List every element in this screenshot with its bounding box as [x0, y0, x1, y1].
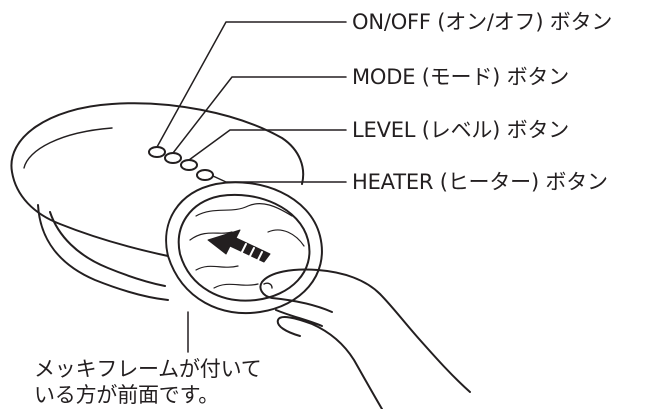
mode-button-shape [164, 152, 182, 164]
device-shell-highlight [23, 127, 113, 169]
fabric-fold [189, 203, 305, 289]
level-leader-line [188, 129, 347, 161]
insert-arrow-stripes [241, 243, 263, 261]
onoff-button-label: ON/OFF (オン/オフ) ボタン [352, 10, 613, 34]
heater-leader-line [212, 175, 347, 183]
front-note-line-2: いる方が前面です。 [34, 383, 220, 407]
level-button-label: LEVEL (レベル) ボタン [352, 118, 570, 142]
onoff-button-shape [148, 146, 166, 158]
onoff-leader-line [156, 21, 347, 148]
front-note-line-1: メッキフレームが付いて [34, 357, 262, 381]
device-base-inner [49, 211, 166, 287]
insert-arrow-icon [207, 229, 271, 263]
device-shell [10, 102, 305, 257]
heater-button-label: HEATER (ヒーター) ボタン [352, 170, 608, 194]
device-base [37, 204, 169, 301]
mode-button-label: MODE (モード) ボタン [352, 65, 570, 89]
chrome-frame-outer [165, 181, 323, 314]
front-note: メッキフレームが付いて いる方が前面です。 [34, 356, 262, 408]
level-button-shape [180, 159, 198, 171]
hand-illustration [259, 268, 471, 409]
chrome-frame-inner [177, 193, 311, 302]
mode-leader-line [172, 76, 347, 154]
heater-button-shape [196, 169, 214, 181]
hand-fingernail [263, 282, 273, 289]
